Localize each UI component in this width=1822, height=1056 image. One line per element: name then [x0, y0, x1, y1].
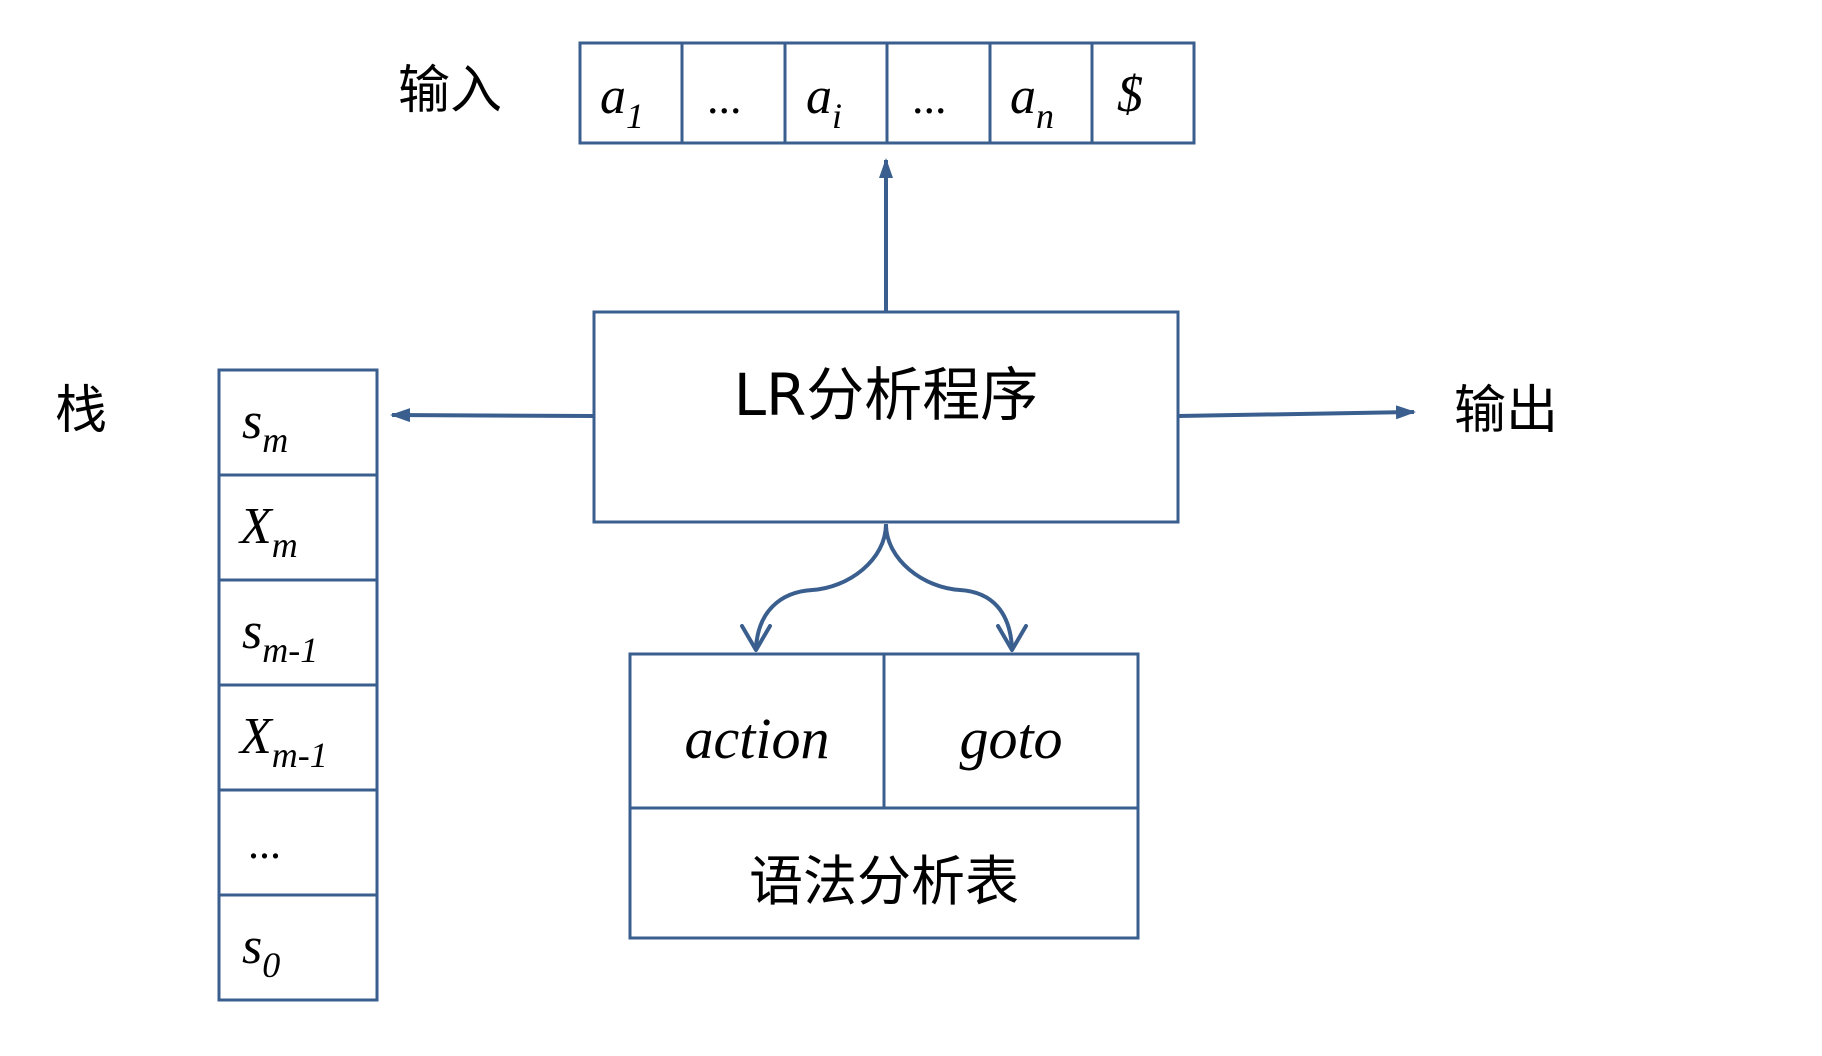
- stack-cell-5: [217, 893, 379, 1002]
- goto-arrow: [884, 523, 1014, 649]
- stack-symbol-3: Xm-1: [238, 708, 328, 775]
- input-symbol-0: a1: [600, 68, 644, 136]
- input-symbol-3: ...: [912, 72, 947, 123]
- input-cell-0: [578, 41, 684, 145]
- stack-symbol-0: sm: [242, 393, 288, 460]
- stack-cell-4: [217, 788, 379, 897]
- input-symbol-1: ...: [707, 72, 742, 123]
- input-symbol-4: an: [1010, 68, 1054, 136]
- input-cell-2: [783, 41, 889, 145]
- parsing-table: action goto 语法分析表: [628, 652, 1140, 940]
- input-label: 输入: [398, 61, 502, 121]
- stack: sm Xm sm-1 Xm-1 ... s0: [217, 368, 379, 1002]
- output-arrow: [1177, 405, 1416, 420]
- goto-cell: [882, 652, 1140, 810]
- action-column-label: action: [685, 706, 830, 771]
- stack-cell-3: [217, 683, 379, 792]
- input-cell-1: [680, 41, 787, 145]
- stack-symbol-2: sm-1: [242, 603, 318, 670]
- parsing-table-label: 语法分析表: [749, 850, 1019, 913]
- stack-cell-1: [217, 473, 379, 582]
- lr-program-label: LR分析程序: [734, 361, 1039, 429]
- output-label: 输出: [1454, 381, 1558, 441]
- stack-label: 栈: [55, 381, 107, 441]
- input-symbol-2: ai: [806, 68, 842, 136]
- stack-cell-2: [217, 578, 379, 687]
- action-cell: [628, 652, 886, 810]
- input-cell-4: [988, 41, 1094, 145]
- stack-symbol-1: Xm: [238, 498, 298, 565]
- input-symbol-5: $: [1117, 66, 1143, 123]
- stack-symbol-4: ...: [248, 819, 281, 868]
- stack-cell-0: [217, 368, 379, 477]
- stack-symbol-5: s0: [242, 918, 280, 985]
- stack-arrow: [390, 408, 595, 423]
- goto-arrowhead-icon: [996, 624, 1028, 652]
- action-arrowhead-icon: [740, 624, 772, 652]
- action-arrow: [754, 523, 888, 649]
- input-tape: a1 ... ai ... an $: [578, 41, 1196, 145]
- goto-column-label: goto: [959, 706, 1062, 771]
- lr-program-box: [592, 310, 1180, 524]
- input-cell-5: [1090, 41, 1196, 145]
- table-name-cell: [628, 806, 1140, 940]
